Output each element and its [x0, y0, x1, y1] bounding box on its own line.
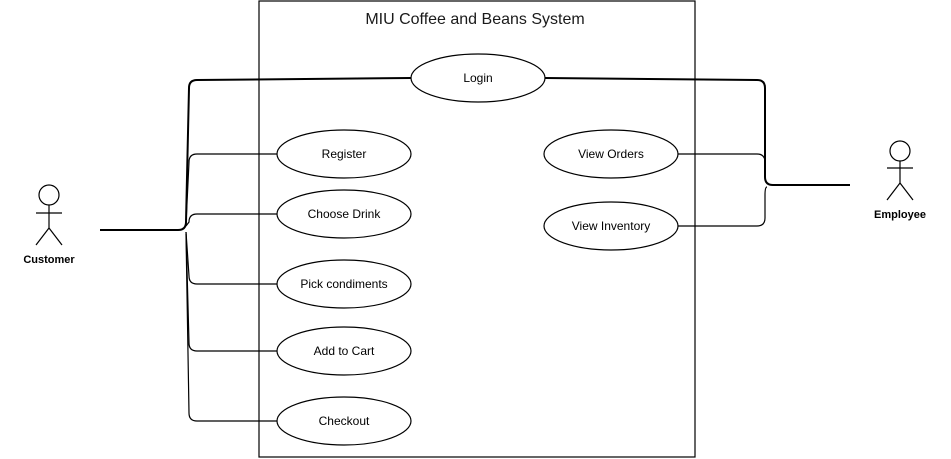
employee-view-orders-link — [678, 153, 768, 184]
customer-choose-drink-link — [185, 213, 277, 227]
use-case-choose-drink[interactable]: Choose Drink — [276, 189, 412, 239]
customer-add-to-cart-link — [185, 231, 277, 352]
use-case-label: View Orders — [578, 147, 644, 161]
customer-login-link — [100, 77, 412, 231]
stick-figure-icon — [35, 184, 63, 246]
use-case-ellipse — [543, 201, 679, 251]
actor-customer[interactable]: Customer — [23, 184, 75, 266]
use-case-view-orders[interactable]: View Orders — [543, 129, 679, 179]
employee-view-inventory-link — [678, 186, 768, 227]
employee-login-link — [544, 77, 850, 186]
use-case-ellipse — [276, 189, 412, 239]
use-case-label: Register — [322, 147, 367, 161]
customer-register-link — [185, 153, 277, 225]
use-case-register[interactable]: Register — [276, 129, 412, 179]
stick-figure-icon — [886, 140, 914, 201]
use-case-ellipse — [410, 53, 546, 103]
actor-label: Customer — [23, 254, 75, 266]
use-case-label: Login — [463, 71, 492, 85]
use-case-label: Add to Cart — [314, 344, 375, 358]
use-case-ellipse — [276, 326, 412, 376]
customer-checkout-link — [185, 233, 277, 422]
customer-connectors — [100, 77, 412, 422]
actor-label: Employee — [874, 209, 926, 221]
use-case-ellipse — [276, 129, 412, 179]
use-case-checkout[interactable]: Checkout — [276, 396, 412, 446]
use-case-pick-condiments[interactable]: Pick condiments — [276, 259, 412, 309]
use-case-ellipse — [276, 259, 412, 309]
use-case-add-to-cart[interactable]: Add to Cart — [276, 326, 412, 376]
customer-pick-condiments-link — [185, 231, 277, 285]
actor-employee[interactable]: Employee — [874, 140, 926, 221]
use-case-ellipse — [276, 396, 412, 446]
use-case-label: Checkout — [319, 414, 370, 428]
employee-connectors — [544, 77, 850, 227]
use-case-label: View Inventory — [572, 219, 651, 233]
use-case-label: Pick condiments — [300, 277, 387, 291]
use-case-label: Choose Drink — [308, 207, 382, 221]
system-title: MIU Coffee and Beans System — [365, 11, 584, 28]
use-case-login[interactable]: Login — [410, 53, 546, 103]
use-case-view-inventory[interactable]: View Inventory — [543, 201, 679, 251]
use-case-ellipse — [543, 129, 679, 179]
